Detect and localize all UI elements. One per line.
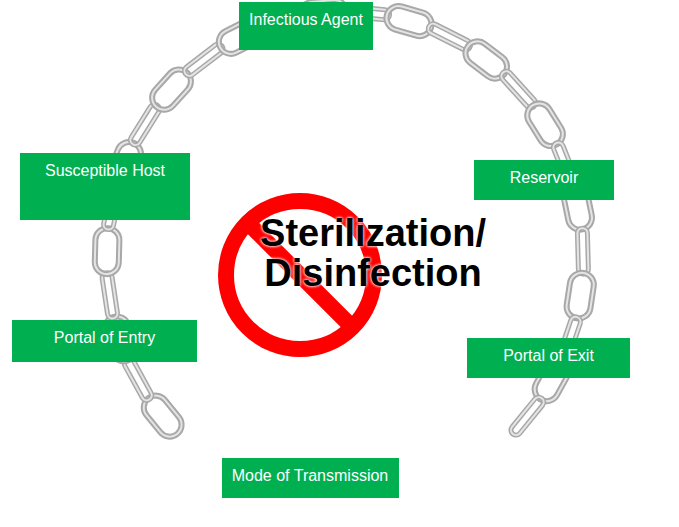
box-label: Reservoir — [510, 168, 578, 187]
center-title: Sterilization/ Disinfection — [228, 214, 518, 294]
box-label: Portal of Exit — [503, 346, 594, 365]
process-box: Infectious Agent — [239, 2, 373, 50]
box-label: Portal of Entry — [54, 328, 155, 347]
process-box: Reservoir — [474, 160, 614, 200]
box-label: Infectious Agent — [249, 10, 363, 29]
process-box: Mode of Transmission — [222, 458, 399, 498]
process-box: Portal of Exit — [467, 338, 630, 378]
box-label: Mode of Transmission — [232, 466, 389, 485]
box-label: Susceptible Host — [45, 161, 165, 180]
process-box: Susceptible Host — [20, 153, 190, 220]
process-box: Portal of Entry — [12, 320, 197, 362]
